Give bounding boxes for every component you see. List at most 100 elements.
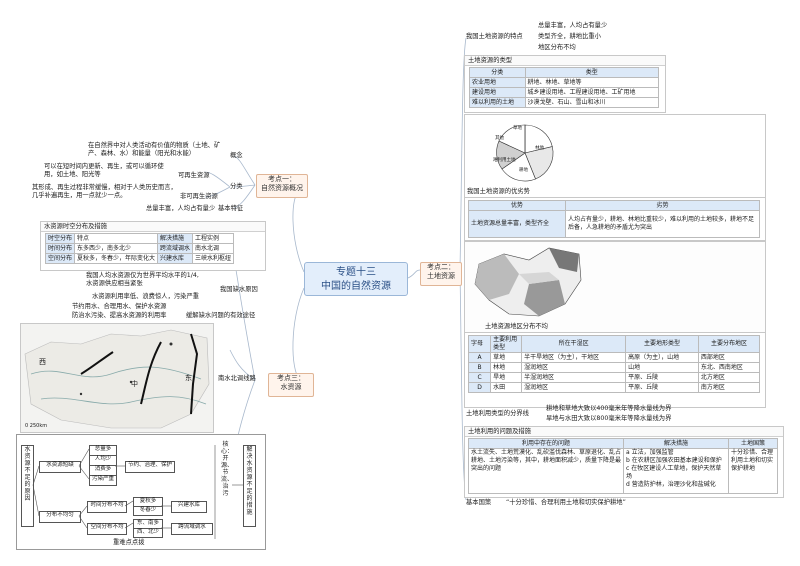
flow-footer: 重难点点拨	[113, 539, 145, 546]
k1-label: 考点一：	[268, 175, 296, 183]
k1-renewable: 可再生资源	[178, 172, 210, 179]
k3-th-2: 解决措施	[157, 233, 194, 244]
table-row: 时间分布 东多西少，南多北少 跨流域调水 南水北调	[44, 243, 235, 254]
cell: 建设用地	[469, 87, 526, 98]
cell: 半湿润地区	[521, 372, 627, 383]
table-row: 水土流失、土地荒漠化、乱砍滥伐森林、草原退化、乱占耕地、土地污染等，其中，耕地面…	[468, 448, 778, 494]
cell: C	[467, 372, 492, 383]
k3-name: 水资源	[280, 383, 302, 391]
k1-concept: 概念	[230, 152, 243, 159]
flow-right-title: 解决水资源不足的措施	[243, 445, 256, 527]
topic-k2[interactable]: 考点二： 土地资源	[420, 262, 462, 286]
cell: 时间分布	[44, 243, 76, 254]
cell: 湿润地区	[521, 382, 627, 393]
topic-k3[interactable]: 考点三： 水资源	[268, 373, 314, 397]
cell: 难以利用的土地	[469, 97, 526, 108]
measure-item: a 立法，加强监管	[626, 449, 674, 456]
k2-feature: 我国土地资源的特点	[466, 33, 523, 40]
k2-types-title: 土地资源的类型	[465, 56, 665, 66]
k2-dist-th-2: 所在干湿区	[521, 335, 627, 353]
k3-waste: 水资源利用率低、浪费惊人，污染严重	[92, 293, 200, 300]
k3-th-0: 时空分布	[44, 233, 76, 244]
k2-types-table: 分类 类型 农业用地耕地、林地、草地等 建设用地城乡建设用地、工程建设用地、工矿…	[469, 67, 660, 108]
k2-prob-title: 土地利用的问题及措施	[465, 427, 783, 437]
k2-problem-box: 土地利用的问题及措施 利用中存在的问题 解决措施 土地国策 水土流失、土地荒漠化…	[464, 426, 784, 498]
k2-types-th-0: 分类	[469, 67, 526, 78]
k2-prob-th-1: 解决措施	[623, 438, 729, 449]
k1-renewable-desc: 可以在短时间内更新、再生，或可以循环使用，如土地、阳光等	[44, 163, 164, 178]
k2-policy-label: 基本国策	[466, 499, 492, 506]
k2-dist-th-4: 主要分布地区	[697, 335, 761, 353]
flow-core: 核心：开源、节流、治污	[221, 441, 234, 497]
cell: B	[467, 362, 492, 373]
k3-lack-reason: 我国缺水原因	[220, 286, 258, 293]
k2-advantage-box: 优势 劣势 土地资源总量丰富，类型齐全 人均占有量少，耕地、林地比重较少，难以利…	[464, 197, 766, 241]
k2-dist-th-3: 主要地形类型	[625, 335, 699, 353]
topic-k1[interactable]: 考点一： 自然资源概况	[256, 174, 308, 198]
cell: 人均占有量少，耕地、林地比重较少，难以利用的土地较多，耕地不足后备，人急耕地的矛…	[565, 210, 760, 238]
k2-pie-caption: 我国土地资源的优劣势	[467, 188, 530, 195]
pie-label-1: 林地	[535, 146, 544, 151]
map-west: 西	[39, 358, 46, 366]
cell: 空间分布	[44, 253, 76, 264]
k2-feature-1: 总量丰富，人均占有量少	[538, 22, 608, 29]
k2-problem-table: 利用中存在的问题 解决措施 土地国策 水土流失、土地荒漠化、乱砍滥伐森林、草原退…	[468, 438, 778, 494]
k3-measure-1: 节约用水、合理用水、保护水资源	[72, 303, 167, 310]
map-center: 中	[131, 380, 138, 388]
pie-label-0: 草地	[513, 126, 522, 131]
k2-boundary-2: 旱地与水田大致以800毫米年等降水量线为界	[546, 415, 672, 422]
cell: 水土流失、土地荒漠化、乱砍滥伐森林、草原退化、乱占耕地、土地污染等，其中，耕地面…	[468, 448, 624, 494]
cell: D	[467, 382, 492, 393]
cell: a 立法，加强监管 b 在农耕区加强农田基本建设和保护 c 在牧区建设人工草地，…	[623, 448, 729, 494]
table-row: 农业用地耕地、林地、草地等	[469, 77, 660, 88]
cell: 水田	[490, 382, 523, 393]
flow-reason-a: 水资源短缺	[39, 461, 81, 473]
k2-dist-th-1: 主要利用类型	[490, 335, 523, 353]
cell: 兴建水库	[157, 253, 194, 264]
k2-dist-th-0: 字母	[467, 335, 492, 353]
k3-th-1: 特点	[74, 233, 159, 244]
cell: 夏秋多，冬春少，年际变化大	[74, 253, 159, 264]
k1-situation: 基本特征	[218, 205, 244, 212]
table-row: 难以利用的土地沙漠戈壁、石山、雪山和冰川	[469, 97, 660, 108]
cell: 三峡水利枢纽	[192, 253, 235, 264]
k2-feature-3: 地区分布不均	[538, 44, 576, 51]
flow-b2-fix: 跨流域调水	[171, 523, 213, 535]
flow-reason-b: 分布不均匀	[39, 511, 81, 523]
cell: 半干旱地区（为主），干地区	[521, 352, 627, 363]
measure-item: c 在牧区建设人工草地，保护天然草场	[626, 465, 722, 480]
cell: 北方地区	[697, 372, 761, 383]
cell: 旱地	[490, 372, 523, 383]
measure-item: d 营造防护林，治理沙化和盐碱化	[626, 481, 716, 488]
k2-policy-text: “十分珍惜、合理利用土地和切实保护耕地”	[506, 499, 626, 506]
cell: 南水北调	[192, 243, 235, 254]
map-east: 东	[185, 374, 192, 382]
measure-item: b 在农耕区加强农田基本建设和保护	[626, 457, 722, 464]
k3-table-title: 水资源时空分布及措施	[41, 222, 265, 232]
k3-label: 考点三：	[277, 374, 305, 382]
flow-b1-fix: 兴建水库	[171, 501, 207, 513]
k2-label: 考点二：	[427, 263, 455, 271]
k3-measure-2: 防治水污染、提高水资源的利用率	[72, 312, 167, 319]
cell: 耕地、林地、草地等	[524, 77, 660, 88]
cell: 农业用地	[469, 77, 526, 88]
k3-th-3: 工程实例	[192, 233, 235, 244]
cell: 山地	[625, 362, 699, 373]
cell: 十分珍惜、合理利用土地和切实保护耕地	[728, 448, 778, 494]
k1-nonrenewable-desc: 其形成、再生过程非常缓慢，相对于人类历史而言，几乎补遍再生，用一点就少一点。	[32, 184, 177, 199]
cell: 高原（为主），山地	[625, 352, 699, 363]
k2-map-caption: 土地资源地区分布不均	[485, 323, 548, 330]
cell: 东多西少，南多北少	[74, 243, 159, 254]
pie-chart	[496, 124, 554, 182]
center-title-line1: 专题十三	[336, 267, 376, 278]
center-topic[interactable]: 专题十三 中国的自然资源	[304, 262, 408, 296]
k3-lack-reason-2: 水资源供应相当紧张	[86, 280, 143, 287]
map-scale: 0 250km	[25, 423, 48, 429]
cell: 林地	[490, 362, 523, 373]
k2-pie-box: 草地 林地 耕地 难利用土地 其他 我国土地资源的优劣势	[464, 114, 766, 198]
pie-label-4: 其他	[495, 136, 504, 141]
flow-left-title: 水资源不足的原因	[21, 445, 34, 527]
flow-a4: 污染严重	[89, 475, 117, 486]
